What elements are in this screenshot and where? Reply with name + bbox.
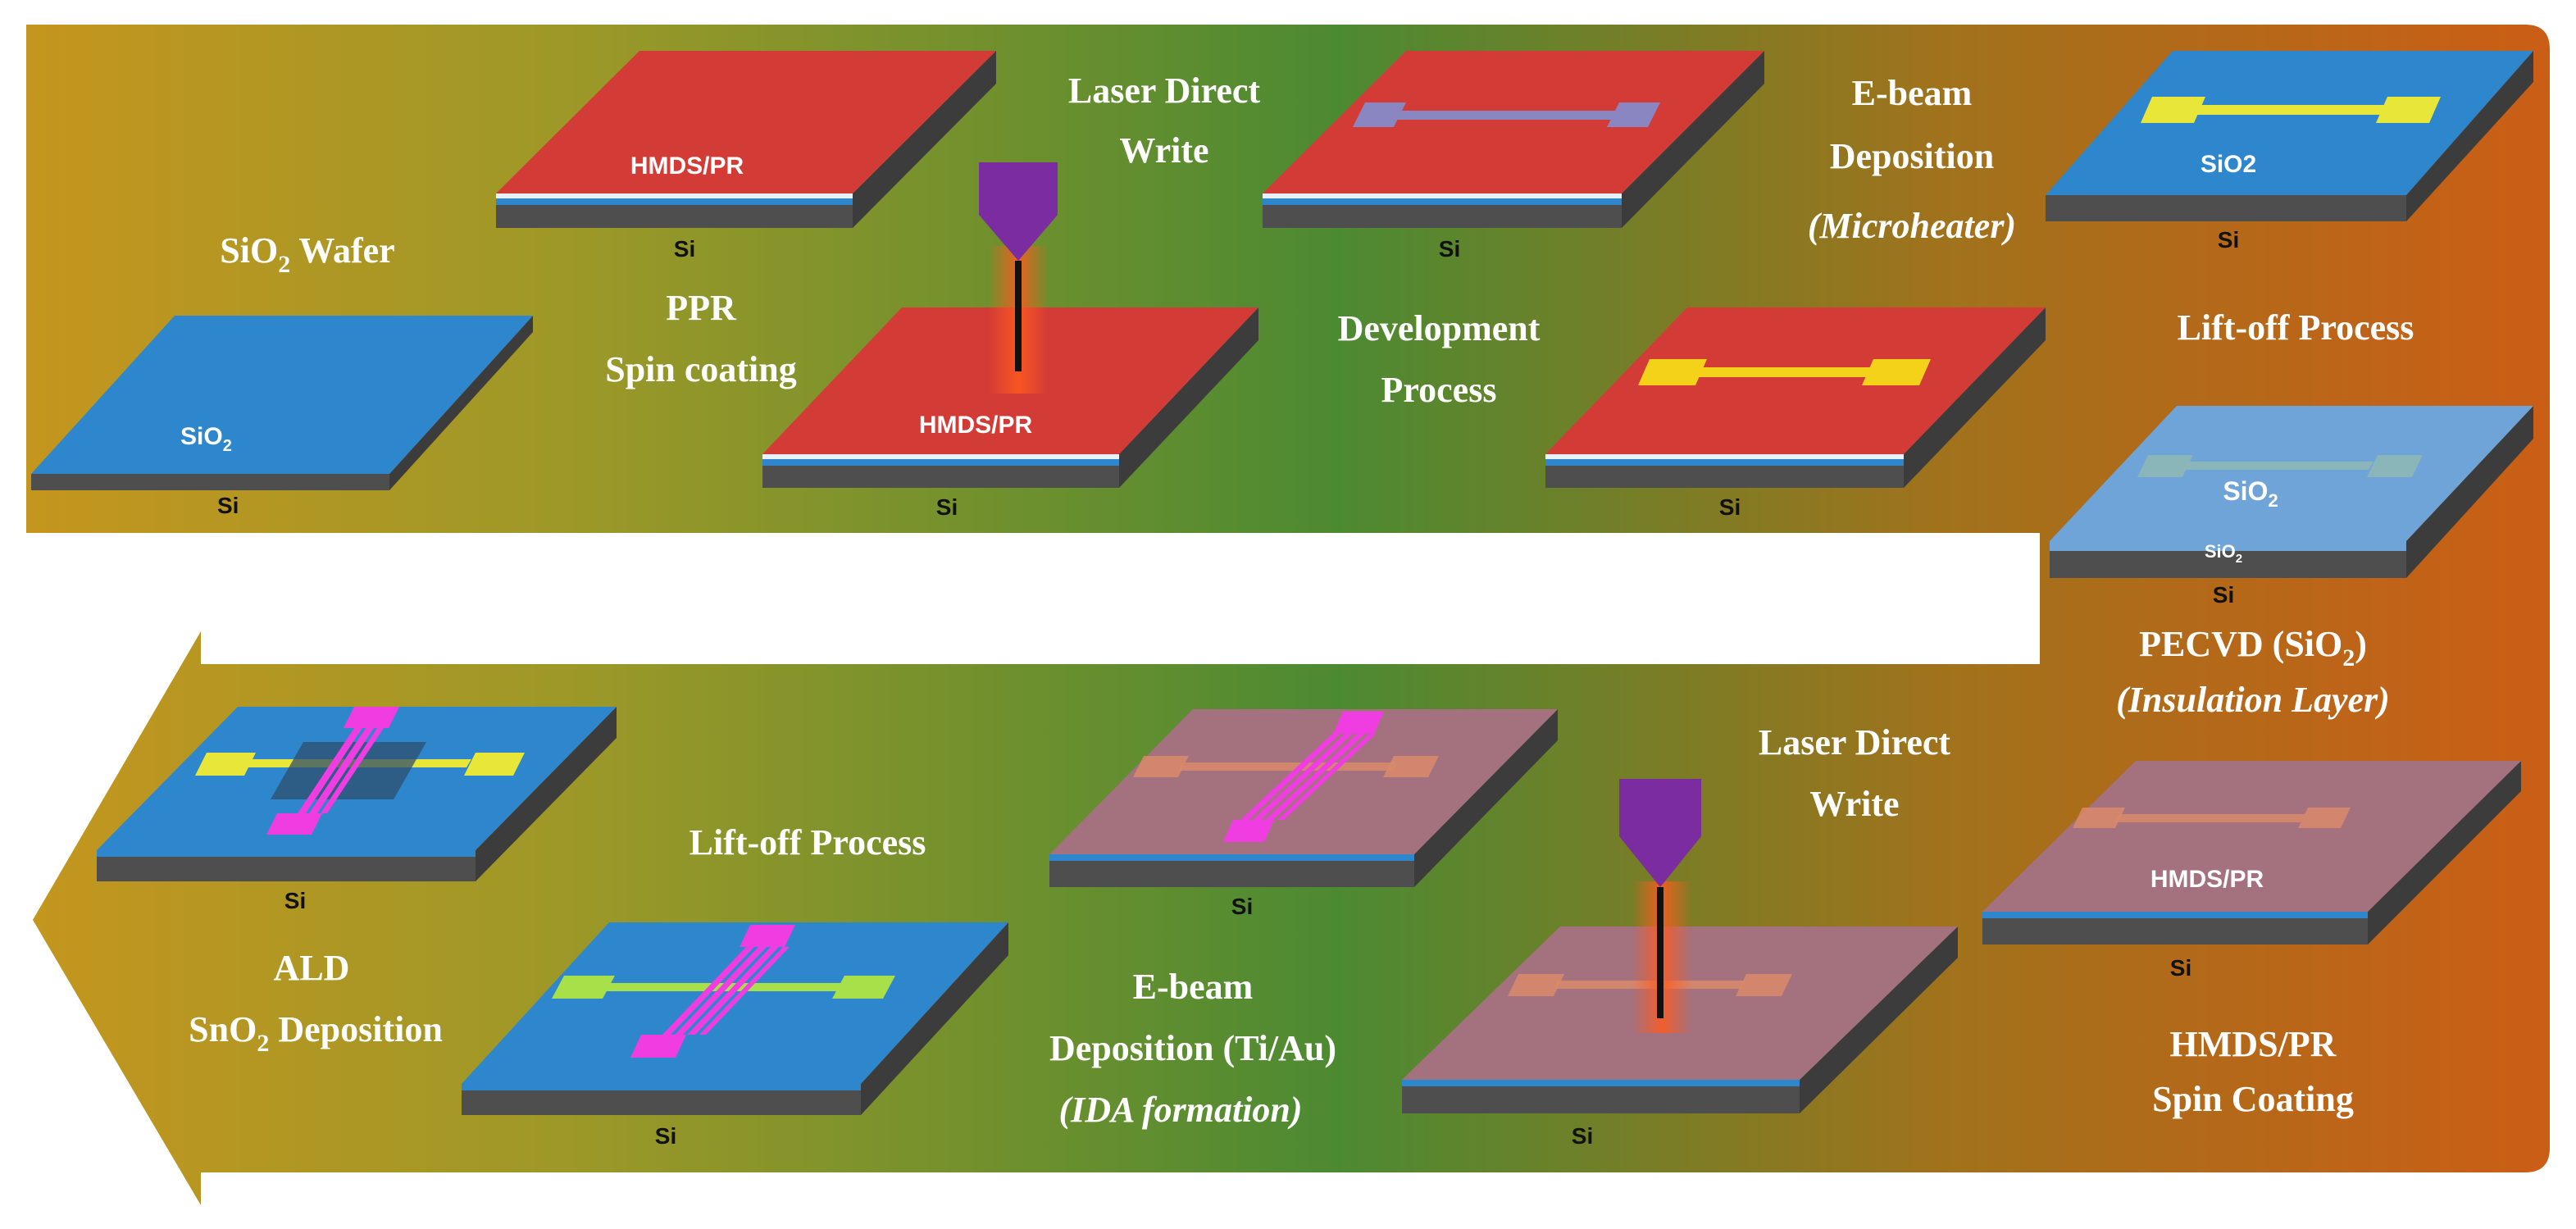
- step-development-label-2: Process: [1381, 370, 1497, 410]
- wafer-ebeam-ida-substrate-label: Si: [1231, 894, 1253, 919]
- step-development-label-1: Development: [1338, 308, 1541, 348]
- step-sio2-wafer-title: SiO2 Wafer: [220, 230, 394, 278]
- wafer-sio2-substrate-label: Si: [217, 493, 239, 518]
- step-liftoff-1-label: Lift-off Process: [2178, 307, 2414, 348]
- wafer-developed-substrate-label: Si: [1719, 494, 1741, 520]
- wafer-pecvd: SiO2 SiO2 Si: [2050, 406, 2533, 608]
- wafer-sio2: SiO2 Si: [31, 316, 533, 518]
- wafer-laser-write-1-surface-label: HMDS/PR: [919, 412, 1033, 439]
- step-ebeam-ida-label-2: Deposition (Ti/Au): [1049, 1028, 1336, 1068]
- step-ald-label-2: SnO2 Deposition: [189, 1009, 443, 1057]
- wafer-laser-write-1-substrate-label: Si: [936, 494, 958, 520]
- wafer-microheater-surface-label: SiO2: [2201, 151, 2256, 178]
- step-ppr-label-2: Spin coating: [605, 349, 797, 389]
- step-ebeam-heater-label-3: (Microheater): [1808, 206, 2016, 246]
- step-pecvd-label-1: PECVD (SiO2): [2139, 624, 2367, 671]
- wafer-spin-coat-substrate-label: Si: [674, 236, 695, 262]
- step-ppr-label-1: PPR: [666, 288, 737, 328]
- wafer-liftoff-2-substrate-label: Si: [655, 1123, 676, 1149]
- step-liftoff-2-label: Lift-off Process: [690, 822, 926, 863]
- step-ebeam-ida-label-3: (IDA formation): [1058, 1090, 1302, 1130]
- wafer-microheater: SiO2 Si: [2046, 51, 2533, 253]
- laser-head-1-icon: [979, 162, 1058, 394]
- band-notch: [201, 533, 2040, 664]
- step-laser-write-2-label-2: Write: [1809, 784, 1899, 824]
- wafer-spin-coat: HMDS/PR Si: [496, 51, 996, 262]
- step-hmds-spin-label-2: Spin Coating: [2152, 1079, 2354, 1119]
- wafer-pecvd-surface-label: SiO2: [2223, 476, 2278, 511]
- step-ebeam-heater-label-2: Deposition: [1830, 136, 1994, 176]
- laser-head-2-icon: [1619, 779, 1701, 1033]
- step-ebeam-heater-label-1: E-beam: [1852, 73, 1973, 113]
- wafer-developed: Si: [1545, 307, 2046, 520]
- step-hmds-spin-label-1: HMDS/PR: [2170, 1024, 2337, 1064]
- step-laser-write-1-label-2: Write: [1119, 130, 1208, 171]
- wafer-exposed-substrate-label: Si: [1439, 236, 1460, 262]
- wafer-liftoff-2: Si: [462, 922, 1008, 1149]
- wafer-pecvd-edge-label: SiO2: [2205, 541, 2242, 566]
- step-laser-write-2-label-1: Laser Direct: [1759, 722, 1951, 762]
- wafer-ebeam-ida: Si: [1049, 709, 1558, 919]
- wafer-exposed: Si: [1263, 51, 1764, 262]
- step-ebeam-ida-label-1: E-beam: [1133, 967, 1254, 1007]
- step-pecvd-label-2: (Insulation Layer): [2116, 680, 2390, 720]
- wafer-laser-write-2-substrate-label: Si: [1572, 1123, 1593, 1149]
- wafer-microheater-substrate-label: Si: [2218, 227, 2239, 253]
- wafer-hmds-spin: HMDS/PR Si: [1982, 761, 2521, 981]
- wafer-sio2-surface-label: SiO2: [180, 423, 232, 455]
- wafer-pecvd-substrate-label: Si: [2213, 582, 2234, 608]
- step-ald-label-1: ALD: [274, 948, 350, 988]
- wafer-spin-coat-surface-label: HMDS/PR: [630, 152, 744, 180]
- wafer-hmds-spin-surface-label: HMDS/PR: [2150, 866, 2264, 893]
- wafer-ald-substrate-label: Si: [284, 888, 306, 913]
- wafer-ald: Si: [97, 707, 617, 913]
- step-laser-write-1-label-1: Laser Direct: [1068, 71, 1261, 111]
- wafer-hmds-spin-substrate-label: Si: [2170, 955, 2191, 981]
